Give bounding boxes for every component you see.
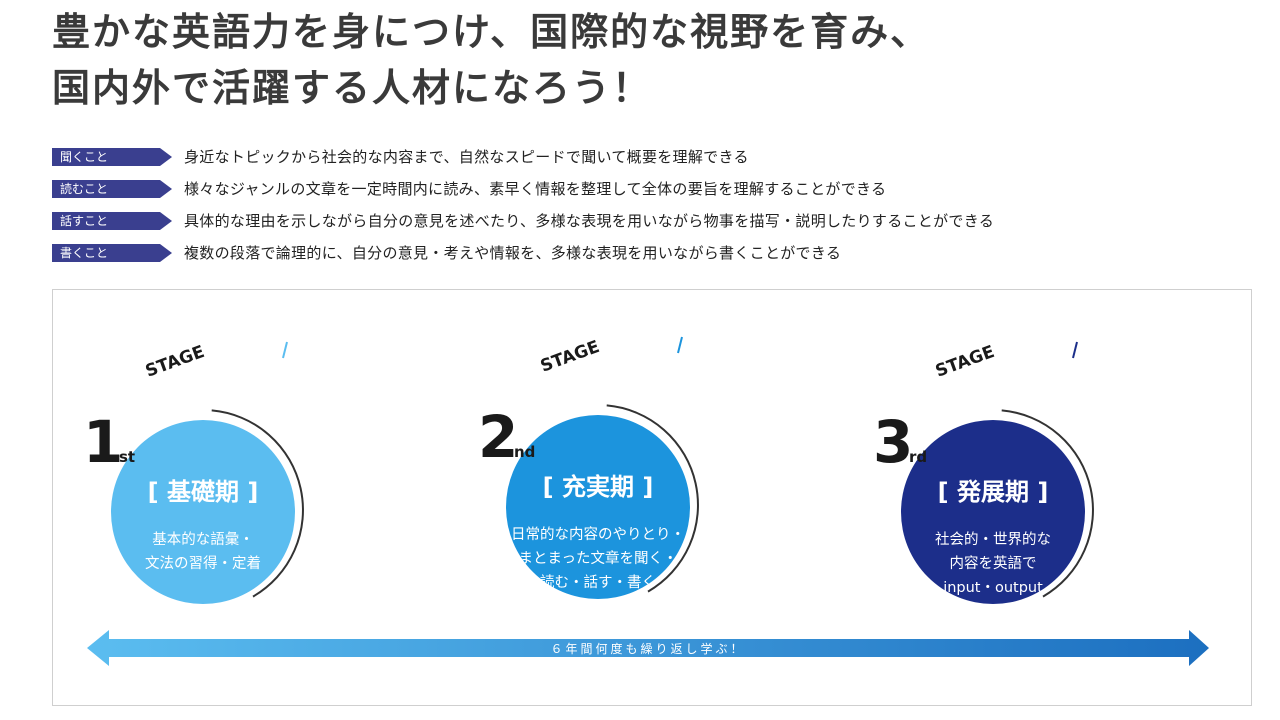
stage-2-suffix: nd — [514, 443, 535, 461]
stage-1-line-2: 文法の習得・定着 — [145, 555, 261, 572]
skill-row-reading: 読むこと 様々なジャンルの文章を一定時間内に読み、素早く情報を整理して全体の要旨… — [52, 177, 1252, 209]
skill-desc-speaking: 具体的な理由を示しながら自分の意見を述べたり、多様な表現を用いながら物事を描写・… — [184, 212, 995, 230]
skill-desc-listening: 身近なトピックから社会的な内容まで、自然なスピードで聞いて概要を理解できる — [184, 148, 749, 166]
skill-tag-reading: 読むこと — [52, 180, 172, 198]
skill-row-listening: 聞くこと 身近なトピックから社会的な内容まで、自然なスピードで聞いて概要を理解で… — [52, 145, 1252, 177]
stage-1-number: 1 — [83, 408, 123, 476]
stage-3-line-1: 社会的・世界的な — [935, 531, 1051, 548]
stage-1-slash — [282, 341, 288, 359]
repeat-arrow-shape — [87, 630, 1209, 666]
stage-3-slash — [1072, 341, 1078, 359]
page-headline: 豊かな英語力を身につけ、国際的な視野を育み、 国内外で活躍する人材になろう！ — [52, 4, 930, 116]
skill-row-writing: 書くこと 複数の段落で論理的に、自分の意見・考えや情報を、多様な表現を用いながら… — [52, 241, 1252, 273]
stage-2-number: 2 — [478, 403, 518, 471]
skill-tag-speaking: 話すこと — [52, 212, 172, 230]
stage-1-arc — [211, 409, 304, 598]
stage-3-line-3: input・output — [943, 580, 1043, 596]
skill-desc-reading: 様々なジャンルの文章を一定時間内に読み、素早く情報を整理して全体の要旨を理解する… — [184, 180, 887, 198]
headline-line-1: 豊かな英語力を身につけ、国際的な視野を育み、 — [52, 9, 931, 54]
repeat-arrow: ６年間何度も繰り返し学ぶ！ — [87, 630, 1209, 666]
skills-list: 聞くこと 身近なトピックから社会的な内容まで、自然なスピードで聞いて概要を理解で… — [52, 145, 1252, 273]
stage-1-label: STAGE — [143, 342, 207, 382]
stage-2-title: [ 充実期 ] — [543, 473, 654, 501]
stage-2-line-2: まとまった文章を聞く・ — [519, 549, 678, 567]
stage-2-slash — [677, 336, 683, 354]
stage-1-suffix: st — [119, 448, 135, 466]
skill-tag-listening: 聞くこと — [52, 148, 172, 166]
stage-3-title: [ 発展期 ] — [938, 478, 1049, 506]
stage-3-suffix: rd — [909, 448, 927, 466]
repeat-arrow-label: ６年間何度も繰り返し学ぶ！ — [550, 641, 745, 656]
stages-diagram: 1st STAGE [ 基礎期 ] 基本的な語彙・文法の習得・定着 2nd STAGE [ … — [83, 336, 1209, 666]
stage-3-line-2: 内容を英語で — [950, 554, 1037, 572]
stage-1-title: [ 基礎期 ] — [148, 478, 259, 506]
stage-2: 2nd STAGE [ 充実期 ] 日常的な内容のやりとり・まとまった文章を聞く・読む… — [478, 336, 699, 599]
stage-3-circle — [901, 420, 1085, 604]
stage-2-label: STAGE — [538, 337, 602, 377]
stage-1-line-1: 基本的な語彙・ — [152, 531, 254, 548]
stage-2-line-1: 日常的な内容のやりとり・ — [511, 526, 685, 543]
headline-line-2: 国内外で活躍する人材になろう！ — [52, 65, 653, 110]
stage-1: 1st STAGE [ 基礎期 ] 基本的な語彙・文法の習得・定着 — [83, 341, 304, 604]
stage-3-label: STAGE — [933, 342, 997, 382]
skill-desc-writing: 複数の段落で論理的に、自分の意見・考えや情報を、多様な表現を用いながら書くことが… — [184, 244, 842, 262]
stage-2-circle — [506, 415, 690, 599]
stage-3-arc — [1001, 409, 1094, 598]
stage-2-arc — [606, 404, 699, 593]
stage-3-number: 3 — [873, 408, 913, 476]
skill-row-speaking: 話すこと 具体的な理由を示しながら自分の意見を述べたり、多様な表現を用いながら物… — [52, 209, 1252, 241]
skill-tag-writing: 書くこと — [52, 244, 172, 262]
stage-1-circle — [111, 420, 295, 604]
stage-2-line-3: 読む・話す・書く — [540, 574, 656, 591]
